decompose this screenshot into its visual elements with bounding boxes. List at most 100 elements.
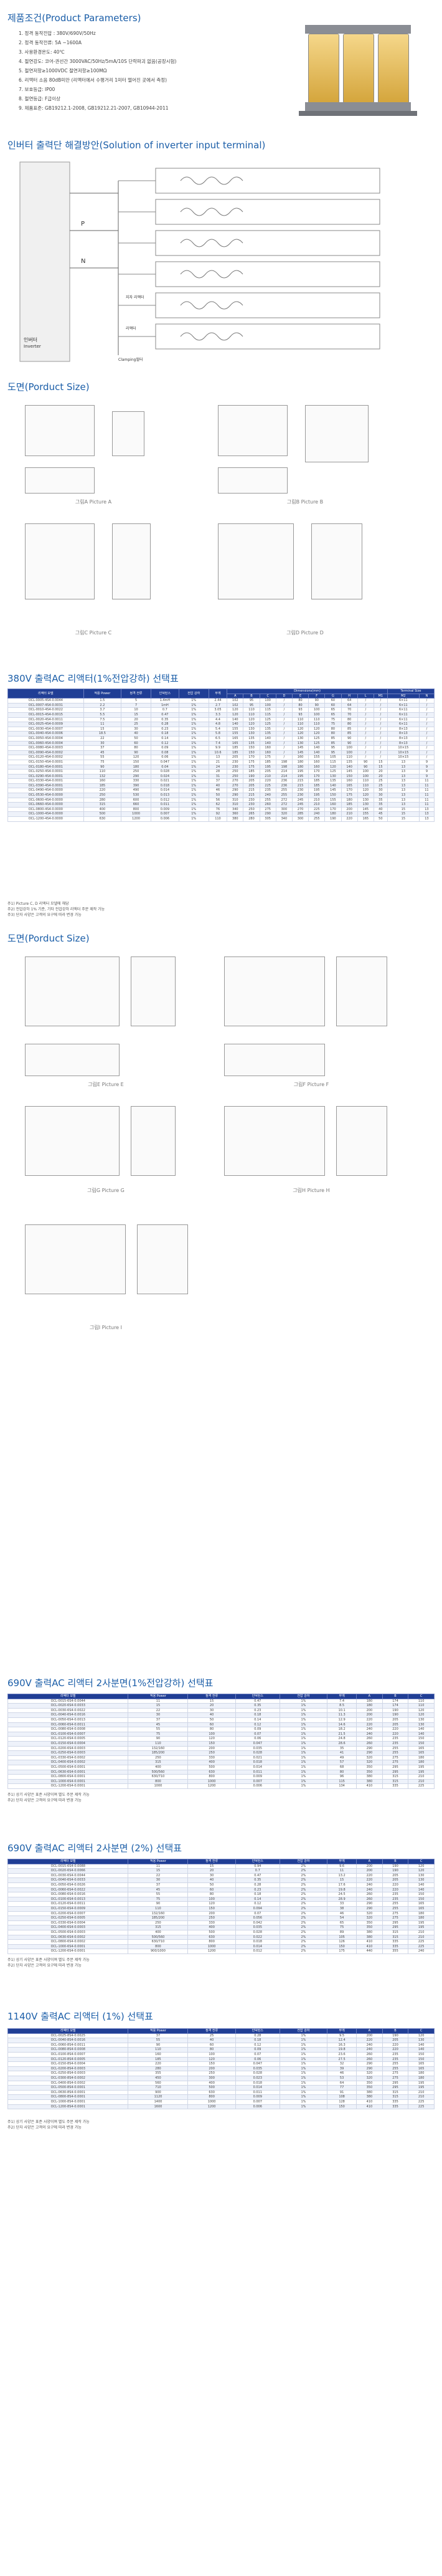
table-cell: 165	[341, 783, 358, 789]
table-cell: OCL-0800-8S4-0.0001	[7, 2094, 129, 2100]
table-cell: 0.04	[151, 764, 179, 770]
table-cell: 0.021	[151, 778, 179, 784]
table-cell: OCL-0060-4S4-0.0004	[7, 740, 84, 747]
table-cell: OCL-1000-4S4-0.0000	[7, 811, 84, 818]
table-cell: 260	[356, 2056, 383, 2063]
table-header-cell: M1	[373, 693, 388, 699]
table-cell: 1%	[178, 788, 209, 794]
table-cell: 65	[324, 712, 342, 718]
table-header-cell: D	[275, 693, 293, 699]
table-cell: 13	[418, 806, 435, 813]
table-cell: 35	[327, 1745, 357, 1752]
table-cell: 2%	[279, 1934, 328, 1940]
table-cell: 330	[187, 1920, 236, 1926]
table-cell: 15	[387, 816, 420, 822]
th-model: 리액터 모델	[7, 688, 84, 699]
table-cell: 96	[327, 1774, 357, 1780]
table-cell: 450	[128, 2075, 189, 2081]
table-cell: /	[373, 707, 388, 713]
table-cell: 15	[128, 1868, 189, 1874]
table-cell: 335	[382, 1939, 409, 1945]
table-cell: 6×11	[387, 712, 420, 718]
th-power: 적용 Power	[83, 688, 122, 699]
table-cell: 165	[227, 740, 244, 747]
table-cell: 110	[408, 1703, 435, 1709]
table-cell: 75	[324, 717, 342, 723]
table-cell: 10×15	[387, 745, 420, 751]
table-cell: 13	[387, 764, 420, 770]
table-cell: 175	[341, 793, 358, 798]
table-cell: 8×13	[387, 740, 420, 747]
table-cell: OCL-0400-6S4-0.0002	[7, 1760, 129, 1765]
table-cell: OCL-0330-4S4-0.0001	[7, 778, 84, 784]
table-cell: 235	[382, 1736, 409, 1742]
table-header-cell: N	[418, 693, 435, 699]
table-cell: 275	[382, 1911, 409, 1917]
table-cell: 0.18	[151, 731, 179, 737]
table-cell: 260	[356, 1736, 383, 1742]
table-cell: 160	[128, 2051, 189, 2058]
table-cell: 290	[356, 1901, 383, 1907]
table-cell: /	[418, 712, 435, 718]
table-cell: 272	[275, 797, 293, 803]
table-cell: 50	[121, 735, 152, 742]
table-cell: 180	[356, 1703, 383, 1709]
table-cell: 140	[408, 2047, 435, 2053]
table-cell: 1200	[187, 2104, 236, 2110]
table-cell: 170	[324, 806, 342, 813]
spec-item: 3. 사용환경온도: 40℃	[19, 49, 65, 55]
table-cell: 1%	[178, 722, 209, 727]
table-cell: 50	[187, 1717, 236, 1723]
table-header-cell: A	[356, 1694, 383, 1699]
table-cell: /	[373, 731, 388, 737]
table-cell: 2%	[279, 1872, 328, 1879]
table-cell: 2%	[279, 1901, 328, 1907]
table-cell: /	[357, 745, 374, 751]
table-cell: 235	[382, 2051, 409, 2058]
table-cell: 0.14	[151, 735, 179, 742]
table-cell: 1%	[279, 1778, 328, 1785]
table-cell: /	[357, 755, 374, 760]
table-cell: 75	[128, 1896, 189, 1902]
table-cell: 165	[408, 1745, 435, 1752]
table-cell: 150	[187, 1906, 236, 1912]
table-cell: 180	[408, 2075, 435, 2081]
table-cell: /	[373, 740, 388, 747]
table-cell: 1%	[279, 2051, 328, 2058]
table-cell: 11	[418, 783, 435, 789]
table-cell: 160	[83, 778, 122, 784]
table-cell: 13	[387, 769, 420, 775]
spec-title: 제품조건(Product Parameters)	[7, 12, 141, 24]
table-cell: 13	[387, 793, 420, 798]
table-cell: /	[373, 755, 388, 760]
table-cell: 65	[327, 1920, 357, 1926]
table-cell: 150	[408, 2056, 435, 2063]
table-header-cell: 인덕턴스	[235, 1694, 280, 1699]
table-cell: /	[275, 702, 293, 708]
table-cell: 355	[382, 1949, 409, 1954]
table-cell: 40	[187, 1877, 236, 1883]
table-header-cell: 정격 전류	[187, 2028, 236, 2034]
table-cell: /	[418, 702, 435, 708]
table-cell: 180	[291, 759, 309, 765]
table-cell: 6×11	[387, 717, 420, 723]
table-cell: 15	[121, 712, 152, 718]
table-cell: 62	[208, 802, 228, 808]
table-cell: 210	[408, 1774, 435, 1780]
table-cell: 1%	[178, 740, 209, 747]
table-cell: 80	[187, 1892, 236, 1897]
table-cell: 1%	[279, 2099, 328, 2105]
